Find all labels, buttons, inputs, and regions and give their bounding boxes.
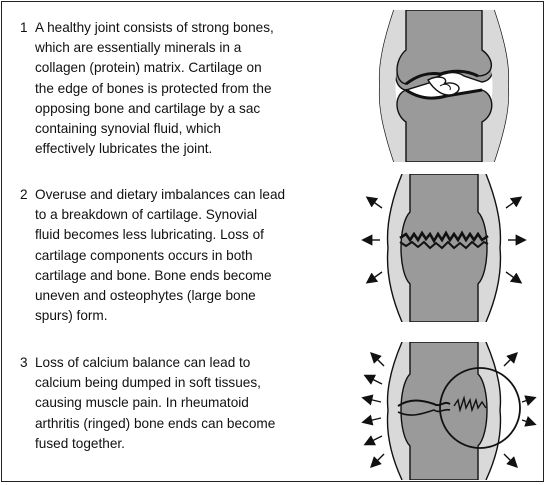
step-1-text: A healthy joint consists of strong bones… xyxy=(35,20,274,157)
step-2-number: 2 xyxy=(20,187,28,202)
worn-cartilage-joint-icon xyxy=(354,174,544,322)
step-3-number: 3 xyxy=(20,355,28,370)
step-3-text: Loss of calcium balance can lead to calc… xyxy=(35,355,276,451)
fused-joint-icon xyxy=(354,342,544,480)
step-2-text: Overuse and dietary imbalances can lead … xyxy=(35,187,286,324)
step-1-number: 1 xyxy=(20,20,28,35)
healthy-joint-icon xyxy=(354,10,544,162)
